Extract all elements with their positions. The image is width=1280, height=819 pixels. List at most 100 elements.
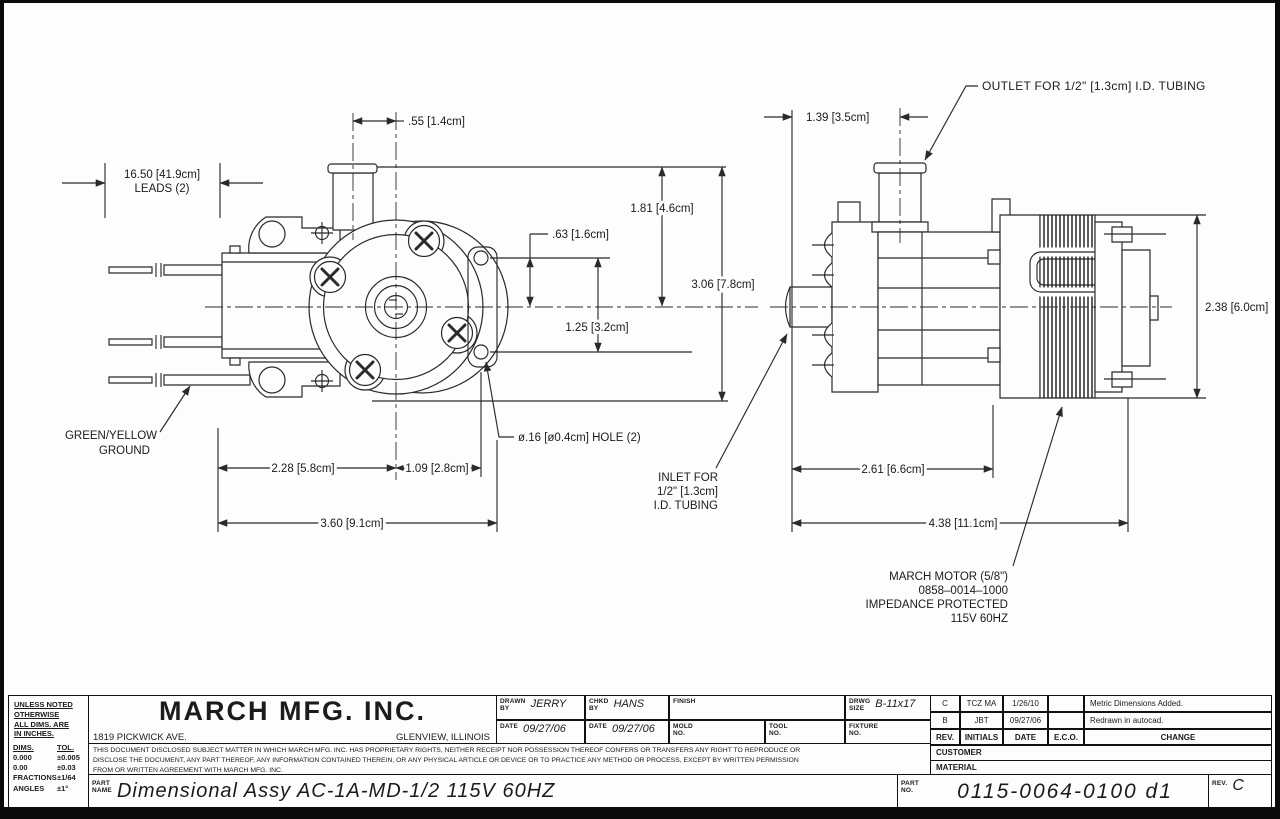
dim-125: 1.25 [3.2cm] [565, 322, 628, 334]
dim-181: 1.81 [4.6cm] [630, 203, 693, 215]
rev-row-b-rev: B [930, 712, 960, 729]
tolerance-table: DIMS. TOL. 0.000 ±0.005 0.00 ±0.03 FRACT… [9, 741, 88, 794]
rev-row-b-change: Redrawn in autocad. [1084, 712, 1272, 729]
dim-63: .63 [1.6cm] [552, 229, 609, 241]
rev-header-rev: REV. [930, 729, 960, 745]
inlet-callout-line2: 1/2" [1.3cm] [657, 486, 718, 498]
rev-block-value: C [1232, 777, 1244, 794]
front-view-pump [109, 112, 758, 480]
front-view-dimensions: 16.50 [41.9cm] LEADS (2) .55 [1.4cm] 1.8… [62, 116, 758, 533]
part-no-block: PART NO. 0115-0064-0100 d1 [897, 774, 1210, 808]
dim-438: 4.38 [11.1cm] [929, 518, 998, 530]
units-note: UNLESS NOTED OTHERWISE ALL DIMS. ARE IN … [14, 700, 73, 739]
drawing-size-value: B-11x17 [875, 698, 916, 710]
dim-261: 2.61 [6.6cm] [861, 464, 924, 476]
inlet-callout-line1: INLET FOR [658, 472, 718, 484]
sheet-edge-right [1275, 0, 1280, 819]
ground-callout-line2: GROUND [99, 445, 150, 457]
drawn-date-label: DATE [500, 723, 519, 730]
mounting-bracket-bottom [249, 362, 340, 397]
tool-no-cell: TOOL NO. [765, 720, 845, 744]
dim-228: 2.28 [5.8cm] [271, 463, 334, 475]
part-name-value: Dimensional Assy AC-1A-MD-1/2 115V 60HZ [116, 780, 556, 802]
dim-leads-length: 16.50 [41.9cm] [124, 169, 200, 181]
proprietary-notice: THIS DOCUMENT DISCLOSED SUBJECT MATTER I… [88, 743, 931, 776]
part-name-label: PART NAME [92, 780, 112, 795]
rev-block: REV. C [1208, 774, 1272, 808]
tol-tol-header: TOL. [57, 743, 74, 752]
drawing-canvas: 16.50 [41.9cm] LEADS (2) .55 [1.4cm] 1.8… [0, 79, 1268, 625]
tol-row-value: ±0.03 [57, 763, 76, 773]
part-no-value: 0115-0064-0100 d1 [957, 780, 1173, 803]
rev-row-b-eco [1048, 712, 1084, 729]
drawn-date-cell: DATE 09/27/06 [496, 720, 585, 744]
company-city: GLENVIEW, ILLINOIS [396, 732, 490, 743]
sheet-edge-left [0, 0, 4, 819]
customer-cell: CUSTOMER [930, 745, 1272, 761]
part-no-label: PART NO. [901, 780, 920, 795]
checked-by-label: CHKD BY [589, 698, 609, 713]
side-view-pump [770, 108, 1172, 398]
tol-row-value: FRACTIONS [13, 773, 57, 783]
dim-238: 2.38 [6.0cm] [1205, 302, 1268, 314]
tol-row-value: ±1° [57, 783, 69, 793]
checked-date-value: 09/27/06 [612, 723, 655, 735]
motor-callout-line2: 0858–0014–1000 [918, 585, 1008, 597]
rev-header-eco: E.C.O. [1048, 729, 1084, 745]
mold-no-cell: MOLD NO. [669, 720, 765, 744]
finish-label: FINISH [673, 698, 696, 705]
material-label: MATERIAL [936, 763, 977, 772]
part-name-block: PART NAME Dimensional Assy AC-1A-MD-1/2 … [88, 774, 899, 808]
lead-wires [109, 263, 250, 387]
tol-row-value: 0.00 [13, 763, 28, 773]
mounting-bracket-top [249, 217, 340, 253]
rev-row-b-initials: JBT [960, 712, 1003, 729]
tol-row-value: ±1/64 [57, 773, 76, 783]
motor-callout-line4: 115V 60HZ [951, 613, 1008, 625]
rev-row-b-date: 09/27/06 [1003, 712, 1048, 729]
company-address: 1819 PICKWICK AVE. [93, 732, 187, 743]
hole-callout: ø.16 [ø0.4cm] HOLE (2) [518, 432, 641, 444]
rev-header-change: CHANGE [1084, 729, 1272, 745]
checked-date-label: DATE [589, 723, 608, 730]
tool-no-label: TOOL NO. [769, 723, 788, 738]
rev-row-c-rev: C [930, 695, 960, 712]
proprietary-text: THIS DOCUMENT DISCLOSED SUBJECT MATTER I… [93, 747, 801, 775]
drawn-by-label: DRAWN BY [500, 698, 526, 713]
mold-no-label: MOLD NO. [673, 723, 693, 738]
motor-callout-line3: IMPEDANCE PROTECTED [866, 599, 1009, 611]
tol-row-value: ±0.005 [57, 753, 80, 763]
drawn-by-value: JERRY [530, 698, 567, 710]
motor-side [988, 215, 1166, 398]
motor-callout-line1: MARCH MOTOR (5/8") [889, 571, 1008, 583]
rev-row-c-change: Metric Dimensions Added. [1084, 695, 1272, 712]
dim-306: 3.06 [7.8cm] [691, 279, 754, 291]
fixture-no-cell: FIXTURE NO. [845, 720, 931, 744]
tol-row-value: 0.000 [13, 753, 32, 763]
dim-leads-note: LEADS (2) [135, 183, 190, 195]
company-name: MARCH MFG. INC. [159, 696, 426, 726]
sheet-edge-top [0, 0, 1280, 3]
revision-table: C TCZ MA 1/26/10 Metric Dimensions Added… [930, 695, 1272, 745]
housing-screws [315, 226, 473, 386]
finish-cell: FINISH [669, 695, 845, 720]
dim-139: 1.39 [3.5cm] [806, 112, 869, 124]
drawing-size-cell: DRWG SIZE B-11x17 [845, 695, 931, 720]
motor-fins [1044, 215, 1092, 398]
rev-block-label: REV. [1212, 780, 1228, 787]
fixture-no-label: FIXTURE NO. [849, 723, 879, 738]
dim-360: 3.60 [9.1cm] [320, 518, 383, 530]
rev-row-c-eco [1048, 695, 1084, 712]
company-block: MARCH MFG. INC. 1819 PICKWICK AVE. GLENV… [88, 695, 497, 745]
pump-mid-body-side [878, 199, 1010, 385]
drawing-size-label: DRWG SIZE [849, 698, 871, 713]
sheet-edge-bottom [0, 807, 1280, 819]
checked-by-cell: CHKD BY HANS [585, 695, 669, 720]
ground-callout-line1: GREEN/YELLOW [65, 430, 157, 442]
drawn-by-cell: DRAWN BY JERRY [496, 695, 585, 720]
inlet-callout-line3: I.D. TUBING [654, 500, 718, 512]
outlet-callout: OUTLET FOR 1/2" [1.3cm] I.D. TUBING [982, 79, 1206, 93]
checked-date-cell: DATE 09/27/06 [585, 720, 669, 744]
outlet-tube-front [328, 164, 377, 230]
